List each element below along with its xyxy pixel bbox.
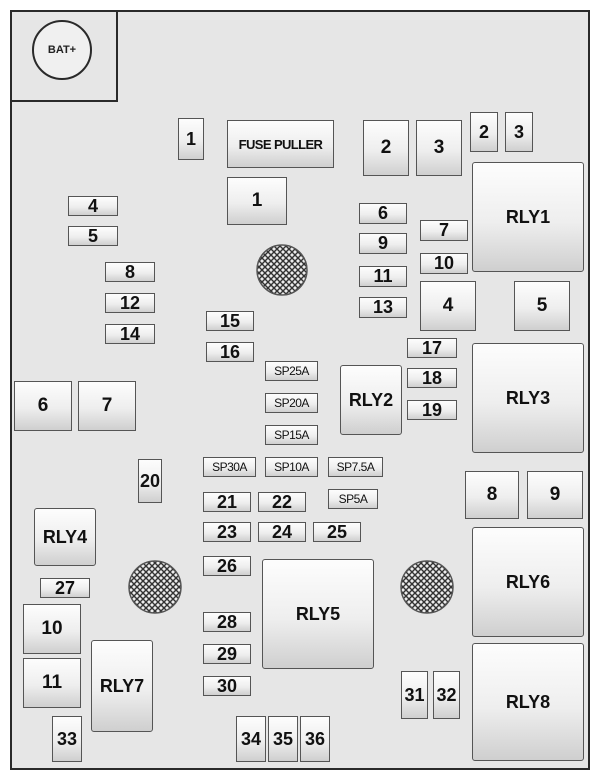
sp-fuse-sp30a: SP30A	[203, 457, 256, 477]
fuse-28: 28	[203, 612, 251, 632]
crosshatch-circle-icon	[400, 560, 454, 614]
fuse-7: 7	[78, 381, 136, 431]
fuse-1: 1	[227, 177, 287, 225]
relay-rly1: RLY1	[472, 162, 584, 272]
fuse-9: 9	[359, 233, 407, 254]
sp-fuse-sp5a: SP5A	[328, 489, 378, 509]
fuse-4: 4	[68, 196, 118, 216]
fuse-33: 33	[52, 716, 82, 762]
fuse-24: 24	[258, 522, 306, 542]
fuse-8: 8	[465, 471, 519, 519]
fuse-10: 10	[23, 604, 81, 654]
battery-terminal: BAT+	[32, 20, 92, 80]
relay-rly7: RLY7	[91, 640, 153, 732]
fuse-11: 11	[359, 266, 407, 287]
fuse-35: 35	[268, 716, 298, 762]
sp-fuse-sp15a: SP15A	[265, 425, 318, 445]
fuse-25: 25	[313, 522, 361, 542]
fuse-16: 16	[206, 342, 254, 362]
fuse-7: 7	[420, 220, 468, 241]
fuse-5: 5	[514, 281, 570, 331]
sp-fuse-sp7-5a: SP7.5A	[328, 457, 383, 477]
sp-fuse-sp25a: SP25A	[265, 361, 318, 381]
fuse-32: 32	[433, 671, 460, 719]
relay-rly5: RLY5	[262, 559, 374, 669]
fuse-2: 2	[363, 120, 409, 176]
fuse-15: 15	[206, 311, 254, 331]
fuse-34: 34	[236, 716, 266, 762]
fuse-3: 3	[416, 120, 462, 176]
relay-rly4: RLY4	[34, 508, 96, 566]
fuse-10: 10	[420, 253, 468, 274]
relay-rly6: RLY6	[472, 527, 584, 637]
fuse-23: 23	[203, 522, 251, 542]
fuse-31: 31	[401, 671, 428, 719]
fuse-13: 13	[359, 297, 407, 318]
fuse-19: 19	[407, 400, 457, 420]
battery-compartment	[10, 10, 118, 102]
fuse-20: 20	[138, 459, 162, 503]
crosshatch-circle-icon	[256, 244, 308, 296]
fuse-9: 9	[527, 471, 583, 519]
fuse-11: 11	[23, 658, 81, 708]
relay-rly2: RLY2	[340, 365, 402, 435]
fuse-14: 14	[105, 324, 155, 344]
fuse-puller: FUSE PULLER	[227, 120, 334, 168]
fuse-8: 8	[105, 262, 155, 282]
fuse-26: 26	[203, 556, 251, 576]
fuse-2: 2	[470, 112, 498, 152]
fuse-22: 22	[258, 492, 306, 512]
fuse-4: 4	[420, 281, 476, 331]
fuse-1: 1	[178, 118, 204, 160]
relay-rly8: RLY8	[472, 643, 584, 761]
fuse-27: 27	[40, 578, 90, 598]
fuse-30: 30	[203, 676, 251, 696]
fuse-6: 6	[359, 203, 407, 224]
fuse-17: 17	[407, 338, 457, 358]
fuse-29: 29	[203, 644, 251, 664]
fuse-12: 12	[105, 293, 155, 313]
fuse-5: 5	[68, 226, 118, 246]
relay-rly3: RLY3	[472, 343, 584, 453]
crosshatch-circle-icon	[128, 560, 182, 614]
fuse-3: 3	[505, 112, 533, 152]
sp-fuse-sp10a: SP10A	[265, 457, 318, 477]
fuse-36: 36	[300, 716, 330, 762]
fuse-18: 18	[407, 368, 457, 388]
fuse-6: 6	[14, 381, 72, 431]
fuse-21: 21	[203, 492, 251, 512]
sp-fuse-sp20a: SP20A	[265, 393, 318, 413]
